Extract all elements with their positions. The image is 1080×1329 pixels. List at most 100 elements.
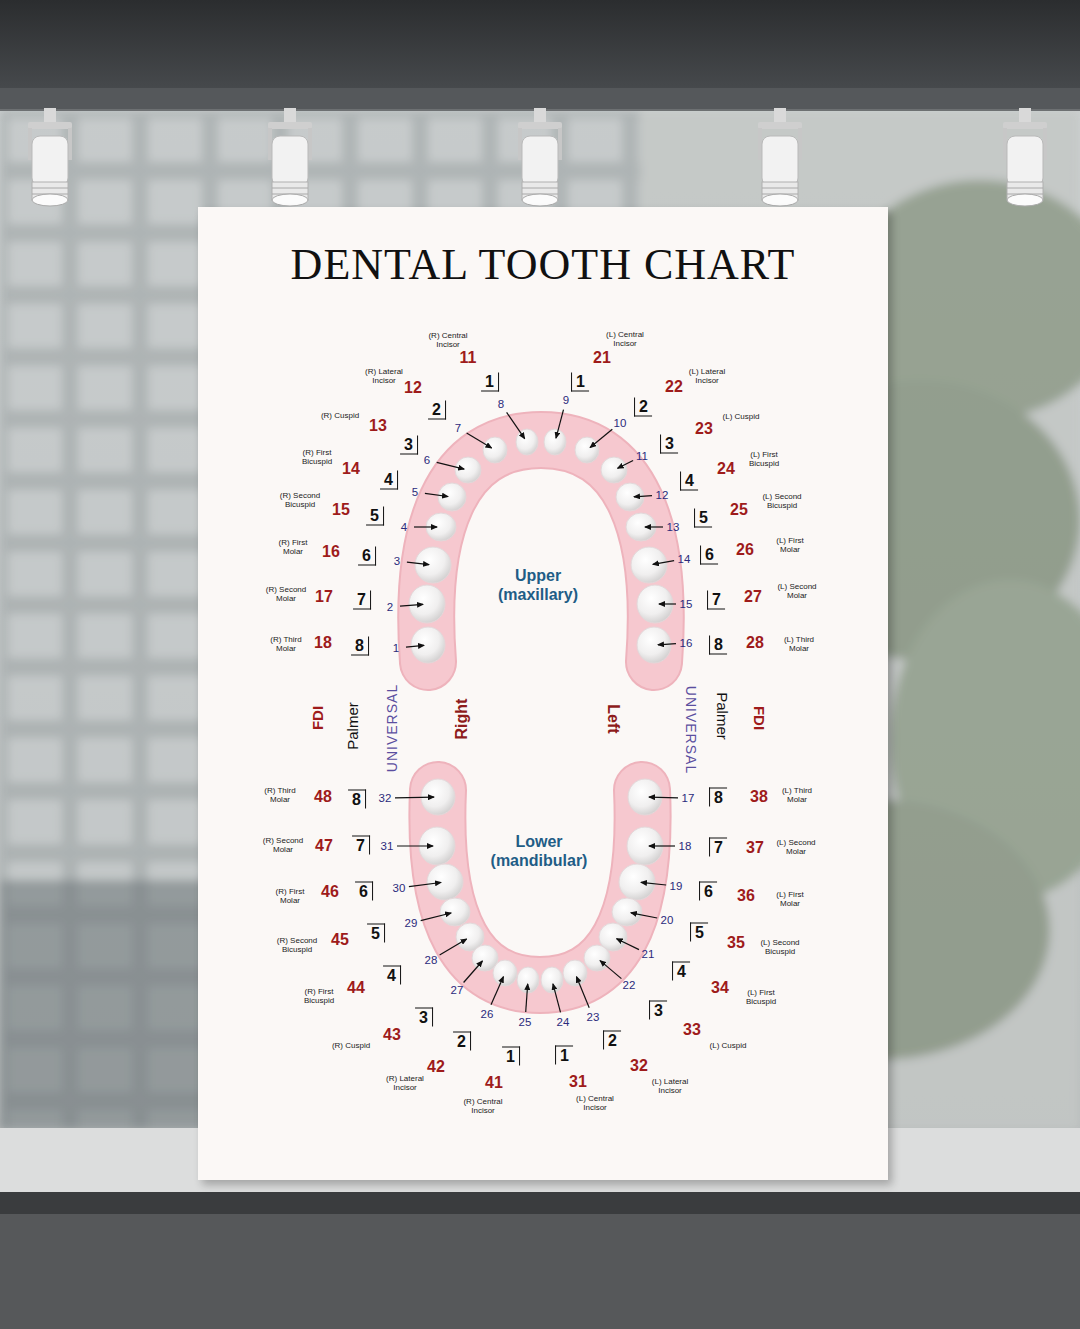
tooth-name: (L) Second Bicuspid — [759, 493, 805, 511]
palmer-number: 1 — [571, 373, 589, 392]
palmer-number: 4 — [680, 472, 698, 491]
fdi-number: 21 — [593, 349, 611, 367]
universal-number: 31 — [381, 840, 394, 853]
pointer-arrow — [658, 644, 676, 645]
pointer-arrow — [414, 526, 437, 527]
universal-number: 13 — [667, 521, 680, 534]
tooth-name: (L) Central Incisor — [602, 331, 648, 349]
palmer-number: 6 — [699, 882, 717, 901]
pointer-arrow — [577, 977, 590, 1008]
tooth-name: (R) Second Molar — [260, 837, 306, 855]
palmer-number: 1 — [555, 1046, 573, 1065]
tooth-name: (L) First Bicuspid — [738, 989, 784, 1007]
palmer-number: 6 — [358, 547, 376, 566]
pointer-arrow — [407, 562, 429, 565]
fdi-number: 31 — [569, 1073, 587, 1091]
universal-number: 3 — [394, 555, 400, 568]
tooth — [612, 898, 642, 926]
palmer-number: 7 — [353, 591, 371, 610]
pointer-arrow — [425, 493, 448, 496]
fdi-number: 46 — [321, 883, 339, 901]
fdi-number: 12 — [404, 379, 422, 397]
tooth — [493, 960, 517, 986]
palmer-number: 8 — [709, 636, 727, 655]
tooth-name: (L) Lateral Incisor — [647, 1078, 693, 1096]
palmer-number: 2 — [634, 398, 652, 417]
fdi-number: 35 — [727, 934, 745, 952]
universal-number: 15 — [680, 598, 693, 611]
spotlight — [268, 108, 312, 206]
pointer-arrow — [437, 462, 464, 469]
tooth-name: (L) First Molar — [767, 537, 813, 555]
universal-number: 9 — [563, 394, 569, 407]
palmer-number: 8 — [709, 788, 727, 807]
palmer-number: 7 — [709, 838, 727, 857]
spotlight — [28, 108, 72, 206]
palmer-number: 3 — [415, 1008, 433, 1027]
universal-number: 20 — [661, 914, 674, 927]
palmer-number: 4 — [672, 962, 690, 981]
tooth — [541, 967, 563, 993]
tooth-name: (R) Central Incisor — [460, 1098, 506, 1116]
fdi-number: 14 — [342, 460, 360, 478]
palmer-number: 2 — [603, 1031, 621, 1050]
pointer-arrow — [507, 412, 525, 438]
fdi-number: 28 — [746, 634, 764, 652]
tooth — [440, 898, 470, 926]
universal-number: 24 — [557, 1016, 570, 1029]
tooth — [427, 864, 463, 900]
fdi-number: 26 — [736, 541, 754, 559]
fdi-number: 11 — [460, 349, 477, 367]
palmer-number: 6 — [355, 882, 373, 901]
tooth-name: (R) Cuspid — [328, 1042, 374, 1051]
tooth-name: (L) Central Incisor — [572, 1095, 618, 1113]
universal-number: 5 — [412, 486, 418, 499]
universal-number: 32 — [379, 792, 392, 805]
spotlight — [758, 108, 802, 206]
spotlight — [1003, 108, 1047, 206]
universal-number: 12 — [656, 489, 669, 502]
tooth — [575, 437, 599, 463]
universal-number: 1 — [393, 642, 399, 655]
system-label: FDI — [310, 706, 327, 730]
palmer-number: 6 — [700, 546, 718, 565]
spotlight — [518, 108, 562, 206]
tooth-name: (R) Third Molar — [263, 636, 309, 654]
arch-label: Lower (mandibular) — [474, 832, 604, 870]
arch-label: Upper (maxillary) — [473, 566, 603, 604]
ceiling-bar — [0, 0, 1080, 88]
pointer-arrow — [409, 883, 441, 887]
pointer-arrow — [600, 961, 621, 979]
tooth-name: (L) Third Molar — [774, 787, 820, 805]
tooth — [415, 547, 451, 583]
tooth — [411, 627, 445, 663]
lower-gum — [437, 790, 642, 985]
palmer-number: 3 — [660, 435, 678, 454]
pointer-arrow — [617, 939, 639, 950]
universal-number: 16 — [680, 637, 693, 650]
palmer-number: 4 — [380, 471, 398, 490]
tooth-name: (L) Third Molar — [776, 636, 822, 654]
fdi-number: 33 — [683, 1021, 701, 1039]
pointer-arrow — [467, 433, 492, 448]
pointer-arrow — [645, 526, 663, 527]
fdi-number: 44 — [347, 979, 365, 997]
tooth-name: (L) Second Molar — [773, 839, 819, 857]
tooth — [637, 627, 671, 663]
tooth-name: (L) First Bicuspid — [741, 451, 787, 469]
universal-number: 26 — [481, 1008, 494, 1021]
tooth-name: (R) Lateral Incisor — [361, 368, 407, 386]
fdi-number: 34 — [711, 979, 729, 997]
universal-number: 25 — [519, 1016, 532, 1029]
pointer-arrow — [631, 913, 657, 918]
fdi-number: 18 — [314, 634, 332, 652]
tooth — [455, 457, 481, 483]
fdi-number: 43 — [383, 1026, 401, 1044]
fdi-number: 42 — [427, 1058, 445, 1076]
universal-number: 14 — [678, 553, 691, 566]
tooth-name: (L) Second Molar — [774, 583, 820, 601]
universal-number: 27 — [451, 984, 464, 997]
pointer-arrow — [641, 882, 666, 885]
